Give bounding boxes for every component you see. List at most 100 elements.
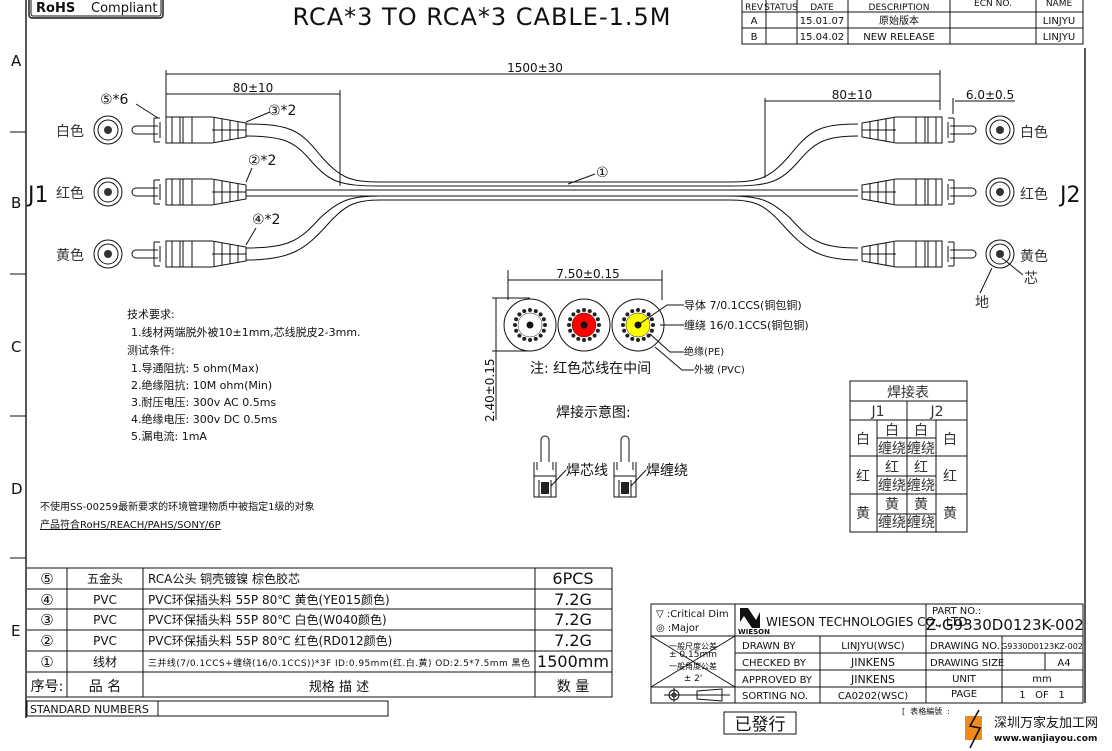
compliance-note: 产品符合RoHS/REACH/PAHS/SONY/6P [40,518,221,531]
svg-text:红: 红 [856,469,870,485]
bom-header-row: 序号: 品 名 规格 描 述 数 量 [31,679,590,695]
rca-plug-right-white [861,115,1015,145]
svg-text:ECN NO.: ECN NO. [974,0,1012,9]
svg-text:PVC环保插头料 55P 80℃ 黄色(YE015颜色): PVC环保插头料 55P 80℃ 黄色(YE015颜色) [148,592,390,607]
dim-left: 80±10 [233,81,274,95]
svg-text:PVC: PVC [93,593,117,607]
svg-text:③: ③ [40,611,53,629]
svg-text:15.04.02: 15.04.02 [800,32,845,43]
cable-cross-section: 7.50±0.15 2.40±0.15 导体 7/0.1CCS(铜包铜) 缠绕 … [483,267,809,422]
projection-symbol-icon [664,688,730,702]
svg-text:已發行: 已發行 [735,715,786,735]
svg-text:STATUS: STATUS [764,3,798,13]
svg-text:白: 白 [943,432,957,448]
test-item: 3.耐压电压: 300v AC 0.5ms [131,396,276,409]
weld-core-label: 焊芯线 [566,463,608,479]
revision-row: B 15.04.02 NEW RELEASE LINJYU [751,32,1076,43]
weld-table-row: 红红红红缠绕缠绕 [856,460,957,494]
dimensions: 1500±30 80±10 80±10 6.0±0.5 [165,61,1015,186]
svg-text:②: ② [40,632,53,650]
svg-text:JINKENS: JINKENS [850,656,895,669]
weld-table-row: 白白白白缠绕缠绕 [856,423,957,457]
tech-item: 1.线材两端脱外被10±1mm,芯线脱皮2-3mm. [131,325,361,339]
svg-text:CHECKED BY: CHECKED BY [742,658,807,669]
svg-text:一般角度公差: 一般角度公差 [669,661,717,671]
svg-text:PVC: PVC [93,634,117,648]
svg-text:黄: 黄 [856,505,870,522]
label-yellow-right: 黄色 [1020,248,1048,265]
callout-4: ④*2 [252,212,280,228]
svg-text:LINJYU: LINJYU [1043,32,1075,43]
watermark-logo: 深圳万家友加工网 www.wanjiayou.com [965,709,1098,749]
revision-row: A 15.01.07 原始版本 LINJYU [751,14,1076,27]
rca-plugs [93,115,1015,269]
weld-braid-label: 焊缠绕 [646,462,688,479]
svg-text:www.wanjiayou.com: www.wanjiayou.com [994,734,1097,744]
svg-text:DATE: DATE [810,3,834,13]
svg-text:黄: 黄 [885,496,899,513]
rca-plug-left-yellow [93,239,247,269]
label-red-right: 红色 [1020,186,1048,203]
braid-label: 缠绕 16/0.1CCS(铜包铜) [684,318,809,332]
test-item: 2.绝缘阻抗: 10M ohm(Min) [131,378,272,392]
svg-text:缠绕: 缠绕 [878,440,906,457]
svg-text:LINJYU(WSC): LINJYU(WSC) [841,641,904,652]
zone-a: A [11,52,22,70]
svg-text:DRAWN BY: DRAWN BY [742,641,796,652]
rca-plug-right-red [861,177,1015,207]
svg-text:◎ :Major: ◎ :Major [656,623,700,634]
test-item: 5.漏电流: 1mA [131,429,207,443]
svg-text:6PCS: 6PCS [552,569,593,588]
dim-right: 80±10 [832,88,873,102]
callout-1: ① [596,165,609,181]
bill-of-materials: STANDARD NUMBERS [26,567,613,717]
svg-text:五金头: 五金头 [87,571,123,586]
svg-text:B: B [751,32,758,43]
svg-text:红: 红 [914,460,928,476]
insulation-label: 绝缘(PE) [684,345,724,358]
svg-text:RCA公头 铜壳镀镍 棕色胶芯: RCA公头 铜壳镀镍 棕色胶芯 [148,571,300,586]
zone-d: D [11,480,23,498]
svg-text:PVC环保插头料 55P 80℃ 红色(RD012颜色): PVC环保插头料 55P 80℃ 红色(RD012颜色) [148,633,392,648]
rohs-badge: RoHS Compliant [28,0,164,19]
drawing-frame: A B C D E [10,0,1086,718]
svg-text:DESCRIPTION: DESCRIPTION [869,3,930,13]
svg-text:WIESON: WIESON [738,628,770,636]
svg-text:①: ① [40,653,53,671]
label-core: 芯 [1024,271,1038,287]
svg-text:序号:: 序号: [31,679,64,695]
svg-text:白: 白 [885,423,899,439]
svg-text:缠绕: 缠绕 [907,514,935,531]
test-item: 1.导通阻抗: 5 ohm(Max) [131,361,259,375]
core-red [557,298,611,352]
label-j1: J1 [26,183,49,208]
svg-text:± 2': ± 2' [684,674,703,684]
svg-text:REV: REV [745,3,764,13]
svg-text:A: A [751,16,758,27]
dim-total: 1500±30 [507,61,563,75]
svg-text:APPROVED BY: APPROVED BY [742,675,813,686]
weld-diagram: 焊接示意图: 焊芯线 焊缠绕 [533,404,688,498]
label-j2: J2 [1058,183,1081,208]
svg-text:缠绕: 缠绕 [878,477,906,494]
svg-text:④: ④ [40,591,53,609]
zone-e: E [11,622,20,640]
svg-text:缠绕: 缠绕 [907,477,935,494]
svg-text:三并线(7/0.1CCS+缠绕(16/0.1CCS))*3F: 三并线(7/0.1CCS+缠绕(16/0.1CCS))*3F ID:0.95mm… [148,657,530,669]
callout-5: ⑤*6 [100,92,129,108]
part-number: Z-G9330D0123K-002 [926,616,1084,634]
standard-numbers: STANDARD NUMBERS [30,703,149,716]
weld-braid-icon [613,435,647,498]
svg-text:PVC: PVC [93,613,117,627]
label-white-right: 白色 [1020,124,1048,141]
svg-text:1500mm: 1500mm [537,652,609,671]
zone-c: C [11,338,21,356]
label-red-left: 红色 [56,185,84,202]
label-yellow-left: 黄色 [56,247,84,264]
tech-title: 技术要求: [127,308,175,321]
weld-table: 焊接表 J1 J2 [849,380,968,533]
